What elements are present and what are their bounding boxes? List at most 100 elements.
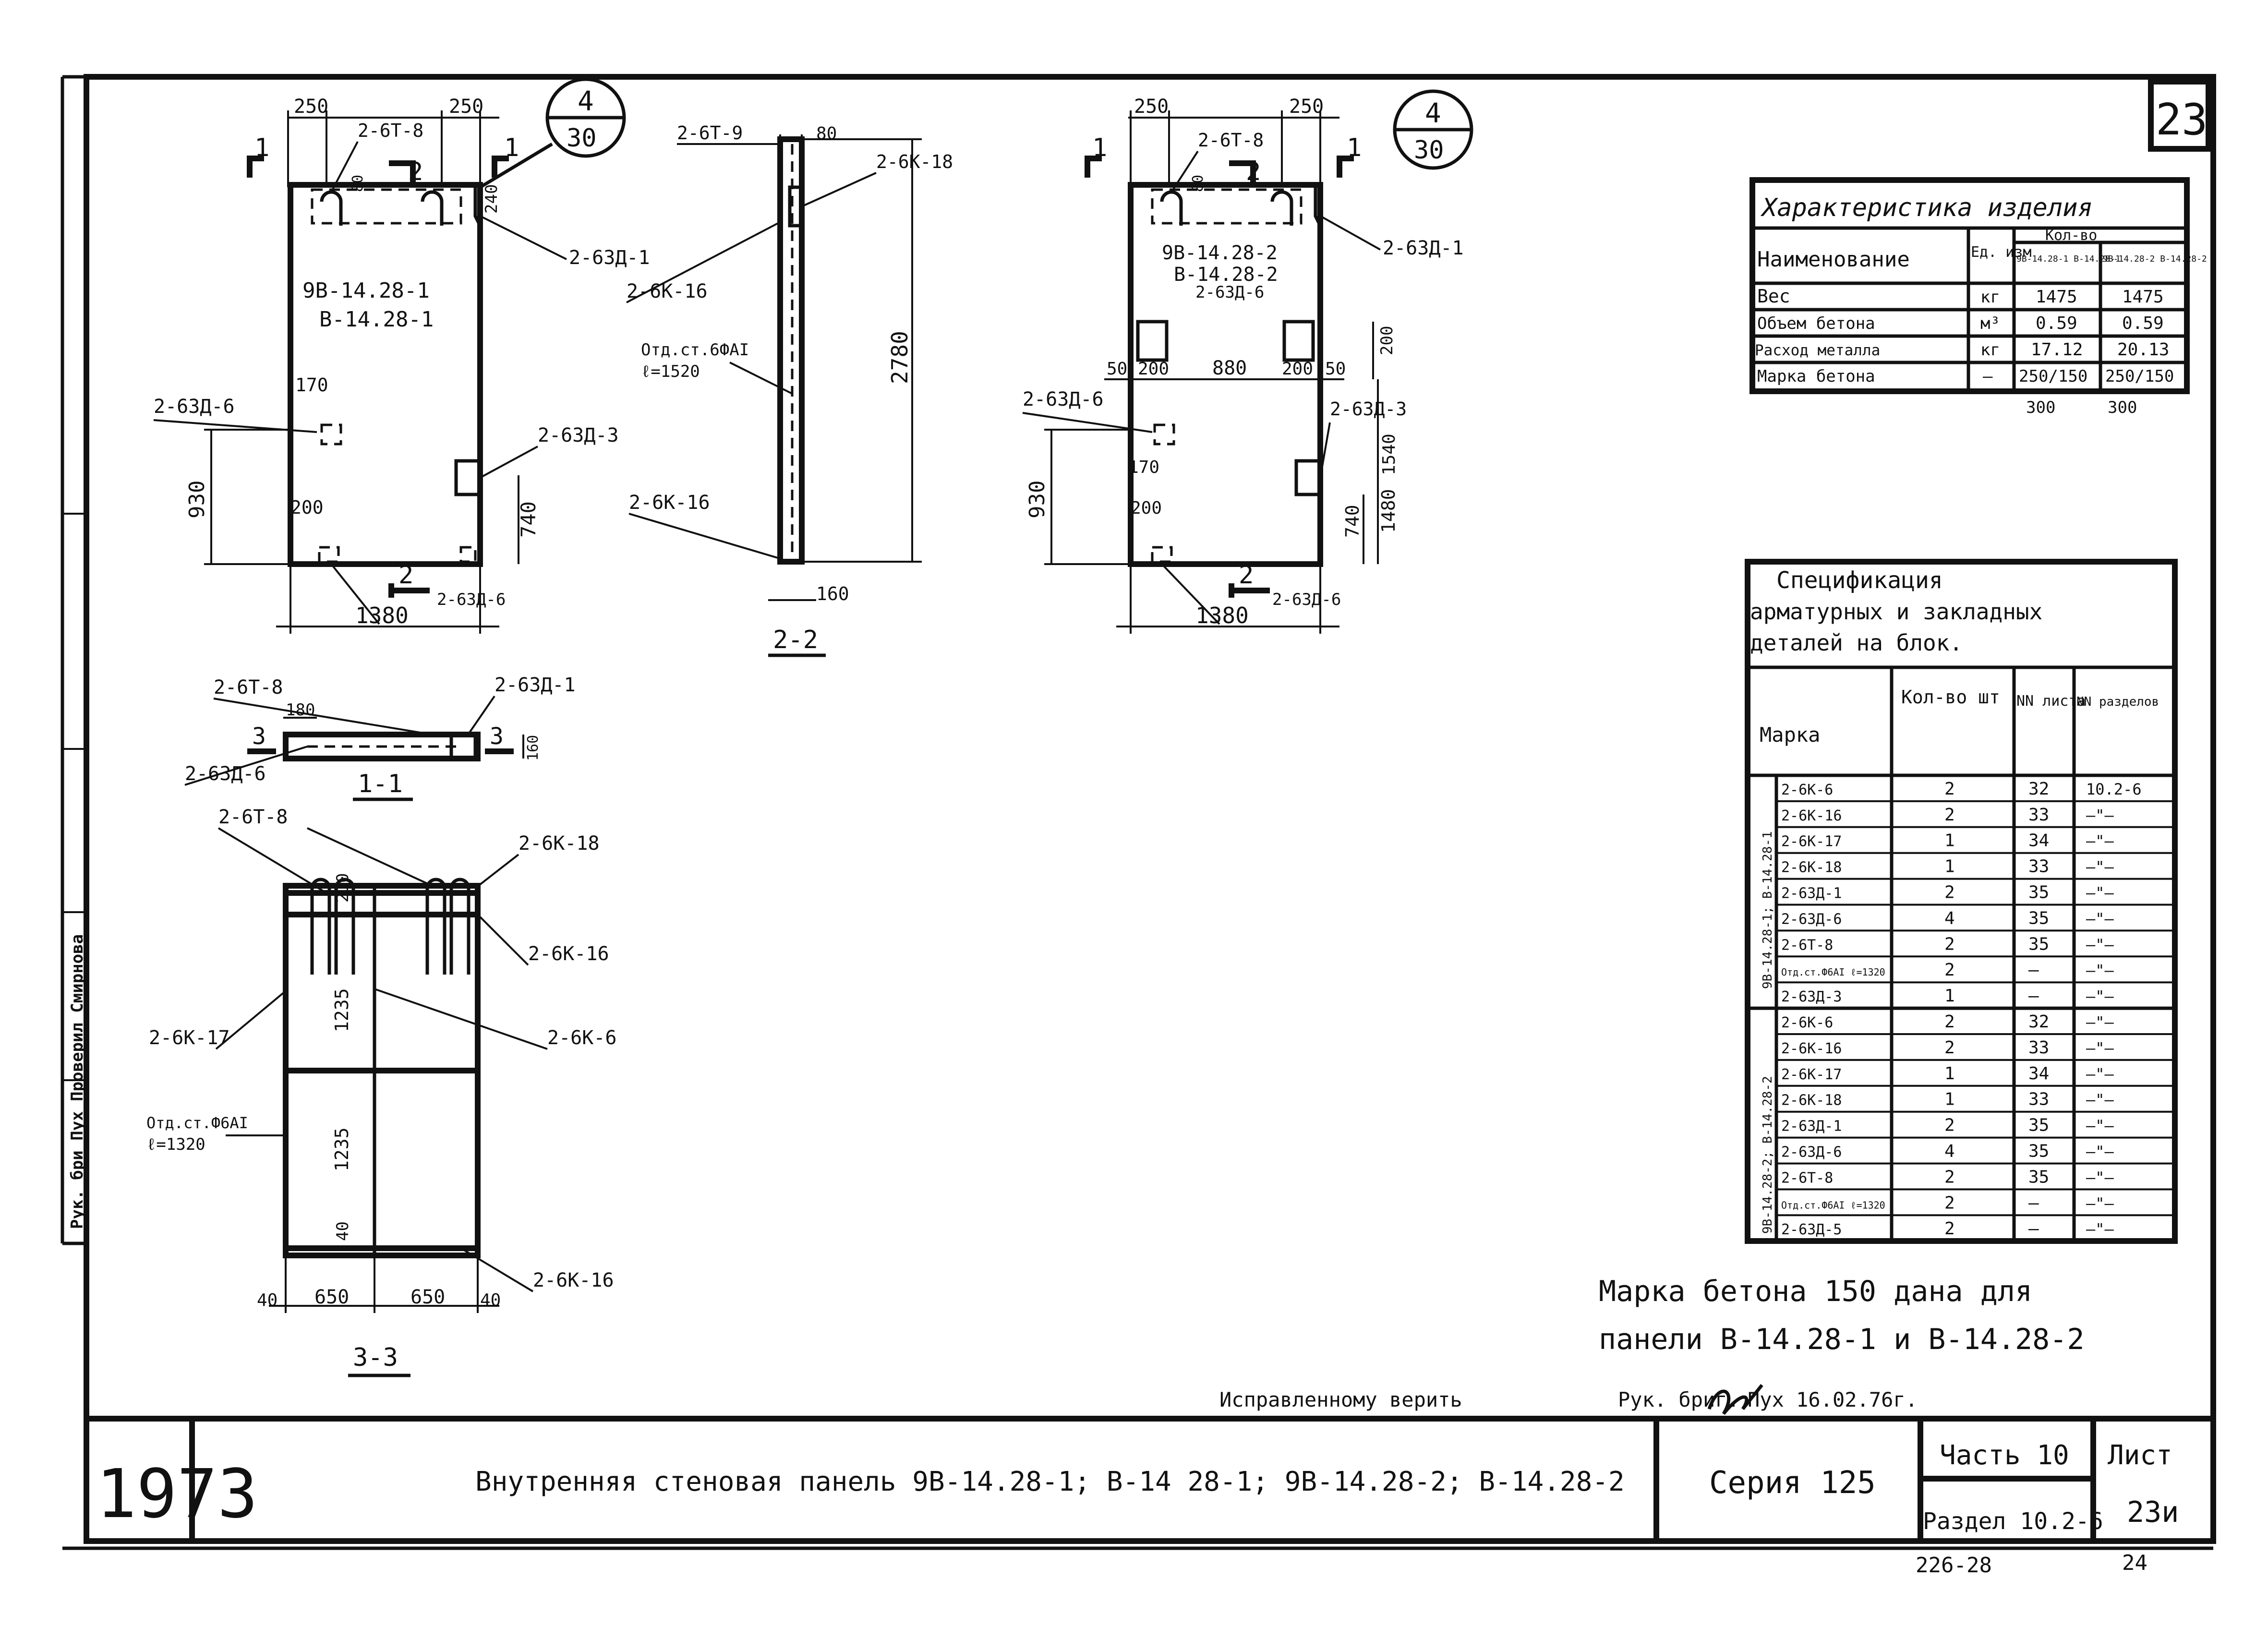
- svg-text:NN разделов: NN разделов: [2076, 695, 2159, 709]
- char-table-title: Характеристика изделия: [1760, 193, 2093, 222]
- section-code: Раздел 10.2-6: [1923, 1508, 2103, 1535]
- spec-title-1: Спецификация: [1776, 567, 1943, 594]
- svg-text:2-6Т-8: 2-6Т-8: [218, 806, 288, 828]
- detail-callout-a-top: 4: [578, 86, 594, 117]
- spec-cell-sheet: 32: [2028, 1012, 2049, 1032]
- drawing-a-name-2: В-14.28-1: [319, 307, 434, 332]
- svg-text:170: 170: [295, 374, 328, 396]
- svg-text:2: 2: [1246, 157, 1261, 186]
- svg-text:40: 40: [480, 1290, 501, 1310]
- svg-text:1380: 1380: [1195, 603, 1249, 628]
- drawing-b-name-1: 9В-14.28-2: [1162, 242, 1278, 264]
- spec-cell-mark: 2-6ЗД-5: [1781, 1221, 1842, 1238]
- svg-text:м³: м³: [1980, 314, 2000, 333]
- svg-text:2: 2: [1239, 561, 1254, 590]
- svg-text:300: 300: [2026, 398, 2055, 417]
- spec-cell-qty: 1: [1944, 986, 1955, 1006]
- spec-cell-mark: 2-6К-17: [1781, 1066, 1842, 1083]
- svg-text:2-6К-16: 2-6К-16: [627, 280, 708, 302]
- spec-cell-sheet: 35: [2028, 1116, 2049, 1135]
- spec-cell-section: —"—: [2086, 1091, 2114, 1109]
- note-line-2: панели В-14.28-1 и В-14.28-2: [1599, 1323, 2084, 1356]
- spec-cell-mark: Отд.ст.Ф6АI ℓ=1320: [1781, 966, 1885, 978]
- spec-cell-sheet: 35: [2028, 934, 2049, 954]
- note-line-1: Марка бетона 150 дана для: [1599, 1275, 2032, 1308]
- spec-cell-mark: 2-6ЗД-6: [1781, 911, 1842, 928]
- spec-cell-mark: 2-6К-18: [1781, 859, 1842, 876]
- svg-text:160: 160: [816, 583, 849, 604]
- svg-text:1480: 1480: [1378, 489, 1399, 533]
- svg-text:200: 200: [1131, 498, 1162, 518]
- drawing-a-name-1: 9В-14.28-1: [302, 278, 430, 303]
- signature: [1707, 1384, 1763, 1415]
- spec-cell-sheet: 35: [2028, 1142, 2049, 1161]
- svg-text:NN листа: NN листа: [2016, 693, 2086, 710]
- spec-cell-sheet: 33: [2028, 857, 2049, 877]
- svg-text:2-6ЗД-1: 2-6ЗД-1: [495, 674, 576, 696]
- spec-cell-sheet: —: [2028, 1219, 2039, 1239]
- svg-text:2-6ЗД-3: 2-6ЗД-3: [1330, 398, 1407, 420]
- footer-code: 226-28: [1916, 1553, 1992, 1578]
- svg-text:740: 740: [1342, 505, 1363, 538]
- sheet-frame: [84, 74, 2216, 1544]
- spec-cell-mark: Отд.ст.Ф6АI ℓ=1320: [1781, 1199, 1885, 1211]
- svg-text:2-6К-16: 2-6К-16: [528, 943, 609, 965]
- spec-cell-sheet: 35: [2028, 908, 2049, 928]
- spec-cell-mark: 2-6ЗД-1: [1781, 885, 1842, 902]
- svg-text:2-6К-18: 2-6К-18: [519, 832, 600, 855]
- svg-text:Отд.ст.Ф6АI: Отд.ст.Ф6АI: [146, 1114, 248, 1132]
- spec-cell-qty: 1: [1944, 831, 1955, 851]
- svg-text:1: 1: [504, 133, 519, 162]
- svg-text:300: 300: [2108, 398, 2137, 417]
- section-1-1: 2-6Т-8 180 2-6ЗД-1 2-6ЗД-6 3 3 160 1-1: [184, 674, 576, 801]
- svg-text:ℓ=1320: ℓ=1320: [146, 1135, 205, 1154]
- svg-text:50: 50: [1107, 359, 1127, 379]
- svg-text:180: 180: [286, 700, 315, 720]
- svg-text:17.12: 17.12: [2031, 340, 2083, 360]
- spec-cell-qty: 4: [1944, 908, 1955, 928]
- sheet-value: 23и: [2127, 1495, 2179, 1529]
- svg-text:80: 80: [1190, 175, 1206, 192]
- detail-callout-a-bottom: 30: [567, 124, 597, 153]
- spec-cell-sheet: —: [2028, 986, 2039, 1006]
- svg-text:930: 930: [1025, 481, 1050, 518]
- spec-cell-section: —"—: [2086, 806, 2114, 824]
- svg-text:0.59: 0.59: [2122, 313, 2164, 333]
- svg-text:Марка: Марка: [1760, 723, 1820, 747]
- svg-text:2-6Т-8: 2-6Т-8: [214, 676, 283, 699]
- spec-cell-section: —"—: [2086, 987, 2114, 1005]
- svg-text:1475: 1475: [2036, 287, 2077, 307]
- svg-text:9В-14.28-1; В-14.28-1: 9В-14.28-1; В-14.28-1: [1761, 831, 1775, 989]
- spec-cell-section: —"—: [2086, 1194, 2114, 1212]
- spec-cell-sheet: 35: [2028, 1167, 2049, 1187]
- spec-cell-mark: 2-6К-18: [1781, 1092, 1842, 1109]
- spec-cell-qty: 2: [1944, 1219, 1955, 1239]
- svg-text:Наименование: Наименование: [1757, 247, 1910, 272]
- drawing-a: 9В-14.28-1 В-14.28-1 4 30 1 1 2 2 250 25…: [153, 77, 650, 634]
- spec-cell-qty: 1: [1944, 857, 1955, 877]
- spec-cell-section: —"—: [2086, 832, 2114, 850]
- spec-cell-sheet: —: [2028, 960, 2039, 980]
- spec-cell-section: 10.2-6: [2086, 780, 2142, 798]
- svg-text:9В-14.28-1 В-14.28-1: 9В-14.28-1 В-14.28-1: [2016, 254, 2121, 264]
- specification-table: Спецификация арматурных и закладных дета…: [1745, 559, 2178, 1244]
- spec-cell-section: —"—: [2086, 1220, 2114, 1238]
- svg-text:—: —: [1983, 367, 1993, 386]
- svg-text:740: 740: [517, 501, 540, 538]
- spec-cell-sheet: 34: [2028, 1064, 2049, 1084]
- svg-text:2-6ЗД-1: 2-6ЗД-1: [569, 247, 650, 269]
- svg-text:4: 4: [1425, 98, 1441, 129]
- svg-text:1: 1: [254, 133, 269, 162]
- svg-text:9В-14.28-2; В-14.28-2: 9В-14.28-2; В-14.28-2: [1761, 1076, 1775, 1234]
- dim-a-250-right: 250: [449, 96, 483, 118]
- svg-text:ℓ=1520: ℓ=1520: [641, 362, 700, 381]
- correction-person: Пух 16.02.76г.: [1748, 1388, 1918, 1411]
